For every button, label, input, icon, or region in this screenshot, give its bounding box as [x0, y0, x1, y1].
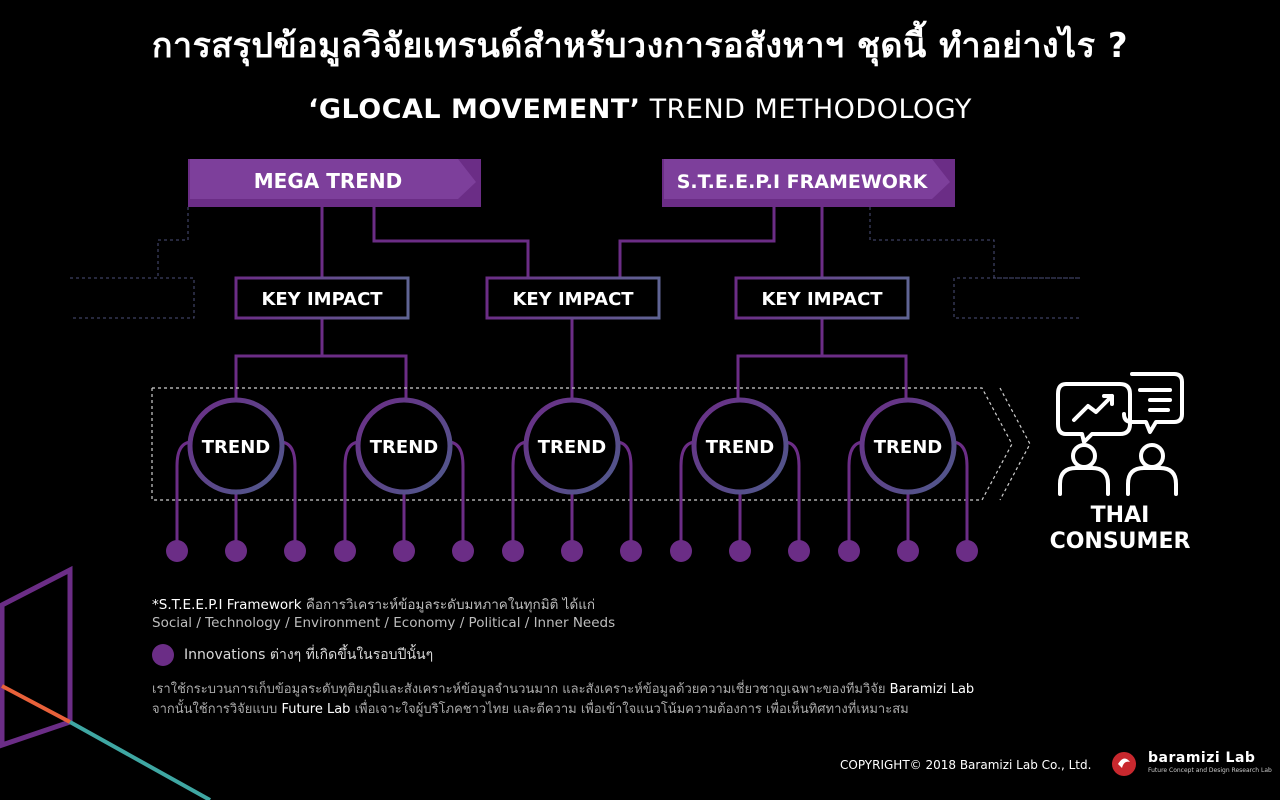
- innovation-dot: [620, 540, 642, 562]
- consumer-discussion-icon: [1056, 372, 1184, 496]
- note-desc: คือการวิเคราะห์ข้อมูลระดับมหภาคในทุกมิติ…: [301, 597, 596, 613]
- legend-dot-icon: [152, 644, 174, 666]
- decor-teal-line: [69, 720, 211, 800]
- trend-label: TREND: [538, 437, 606, 458]
- trend-node: TREND: [187, 397, 285, 495]
- key-impact-box: KEY IMPACT: [485, 276, 661, 320]
- innovation-dot: [452, 540, 474, 562]
- thai-consumer-label: THAI CONSUMER: [1030, 503, 1210, 555]
- note-term: *S.T.E.E.P.I Framework: [152, 597, 302, 613]
- legend-label: Innovations ต่างๆ ที่เกิดขึ้นในรอบปีนั้น…: [184, 647, 434, 663]
- trend-band: [151, 387, 1031, 501]
- brand-name: baramizi Lab: [1148, 750, 1256, 766]
- copyright: COPYRIGHT© 2018 Baramizi Lab Co., Ltd.: [840, 758, 1092, 772]
- innovation-dots: [166, 540, 978, 562]
- trend-node: TREND: [523, 397, 621, 495]
- desc-line1: เราใช้กระบวนการเก็บข้อมูลระดับทุติยภูมิแ…: [152, 682, 890, 697]
- innovation-dot: [502, 540, 524, 562]
- trend-ring: [691, 397, 789, 495]
- innovation-dot: [838, 540, 860, 562]
- legend: Innovations ต่างๆ ที่เกิดขึ้นในรอบปีนั้น…: [152, 644, 433, 666]
- method-description: เราใช้กระบวนการเก็บข้อมูลระดับทุติยภูมิแ…: [152, 680, 974, 720]
- steepi-label: S.T.E.E.P.I FRAMEWORK: [677, 171, 929, 193]
- innovation-dot: [166, 540, 188, 562]
- innovation-dot: [729, 540, 751, 562]
- key-impact-label: KEY IMPACT: [761, 289, 883, 310]
- key-impact-label: KEY IMPACT: [261, 289, 383, 310]
- page-subtitle: ‘GLOCAL MOVEMENT’ TREND METHODOLOGY: [0, 94, 1280, 125]
- key-impact-label: KEY IMPACT: [512, 289, 634, 310]
- desc-line2c: เพื่อเจาะใจผู้บริโภคชาวไทย และตีความ เพื…: [350, 702, 909, 717]
- desc-line2-future: Future Lab: [281, 702, 351, 717]
- trend-ring: [355, 397, 453, 495]
- key-impact-box: KEY IMPACT: [234, 276, 410, 320]
- desc-line1-lab: Baramizi Lab: [889, 682, 975, 697]
- trend-ring: [523, 397, 621, 495]
- consumer-line-2: CONSUMER: [1049, 529, 1191, 554]
- trend-ring: [859, 397, 957, 495]
- subtitle-bold: ‘GLOCAL MOVEMENT’: [308, 94, 641, 125]
- innovation-dot: [897, 540, 919, 562]
- decor-orange-line: [1, 684, 71, 724]
- trend-label: TREND: [370, 437, 438, 458]
- innovation-dot: [334, 540, 356, 562]
- trend-label: TREND: [874, 437, 942, 458]
- page-title: การสรุปข้อมูลวิจัยเทรนด์สำหรับวงการอสังห…: [151, 26, 1129, 66]
- trend-node: TREND: [859, 397, 957, 495]
- innovation-dot: [393, 540, 415, 562]
- innovation-dot: [561, 540, 583, 562]
- brand-tagline: Future Concept and Design Research Lab: [1148, 767, 1272, 774]
- trend-rings: TREND TREND TREND TREND TREND: [187, 397, 957, 495]
- tree-connectors: [234, 205, 908, 398]
- innovation-dot: [956, 540, 978, 562]
- trend-node: TREND: [355, 397, 453, 495]
- steepi-banner: S.T.E.E.P.I FRAMEWORK: [662, 159, 955, 207]
- mega-trend-banner: MEGA TREND: [188, 159, 481, 207]
- brand-logo-icon: [1112, 752, 1136, 776]
- innovation-dot: [284, 540, 306, 562]
- consumer-line-1: THAI: [1090, 503, 1150, 528]
- trend-node: TREND: [691, 397, 789, 495]
- steepi-note: *S.T.E.E.P.I Framework คือการวิเคราะห์ข้…: [152, 596, 615, 632]
- innovation-dot: [670, 540, 692, 562]
- innovation-dot: [788, 540, 810, 562]
- decor-lines: [0, 565, 211, 800]
- innovation-dot: [225, 540, 247, 562]
- note-list: Social / Technology / Environment / Econ…: [152, 615, 616, 631]
- key-impact-box: KEY IMPACT: [734, 276, 910, 320]
- subtitle-rest: TREND METHODOLOGY: [640, 94, 972, 125]
- mega-trend-label: MEGA TREND: [254, 169, 402, 193]
- side-dotted-connectors: [70, 207, 1080, 319]
- desc-line2a: จากนั้นใช้การวิจัยแบบ: [152, 702, 282, 717]
- trend-ring: [187, 397, 285, 495]
- trend-label: TREND: [706, 437, 774, 458]
- trend-label: TREND: [202, 437, 270, 458]
